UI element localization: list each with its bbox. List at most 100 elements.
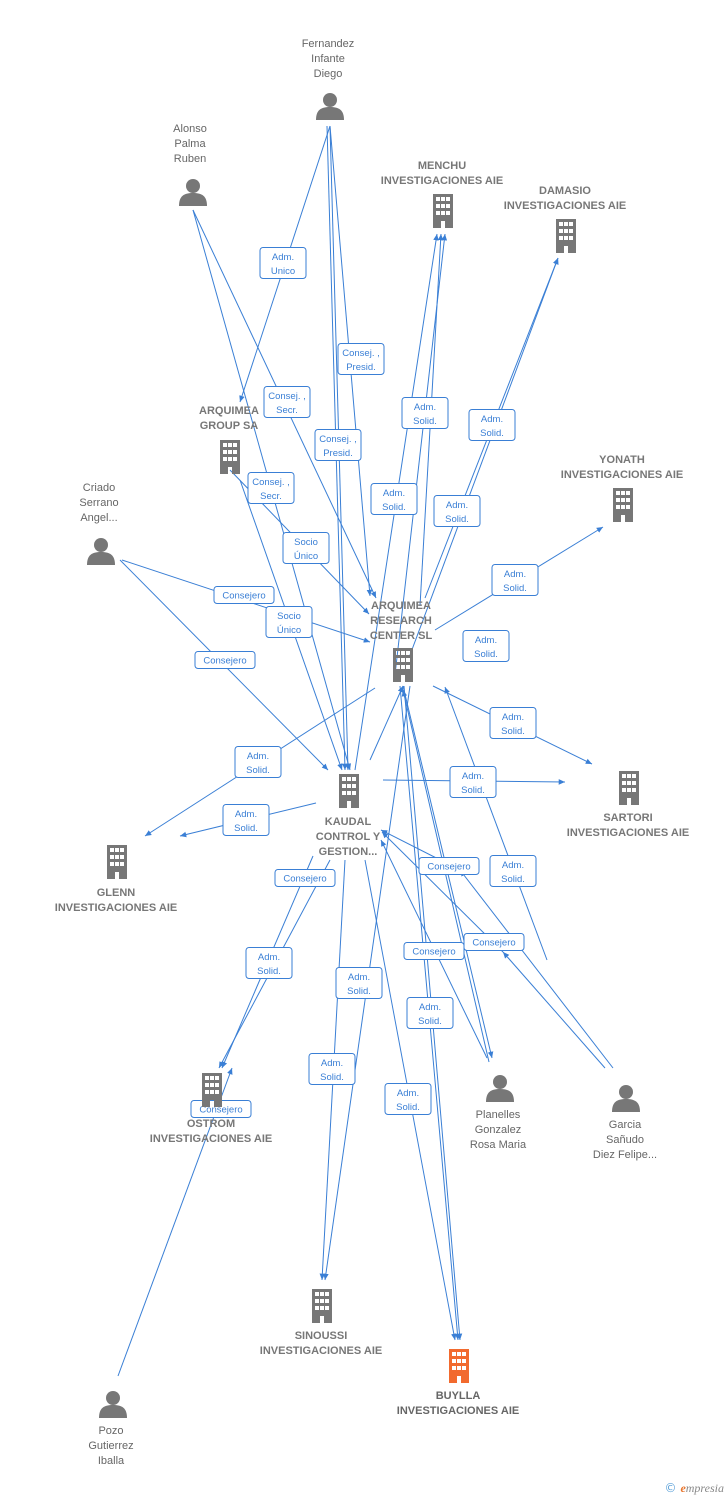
empresia-brand[interactable]: ©empresia — [664, 1481, 724, 1496]
edge-label[interactable]: Adm.Solid. — [401, 397, 449, 429]
node-label: KAUDAL — [325, 816, 372, 828]
edge-label[interactable]: Adm.Solid. — [335, 967, 383, 999]
edge-label-text: Adm. — [419, 1002, 441, 1013]
edge-label[interactable]: Adm.Solid. — [384, 1083, 432, 1115]
edge-label[interactable]: Adm.Solid. — [489, 855, 537, 887]
node-label: RESEARCH — [370, 615, 432, 627]
edge-label-text: Adm. — [462, 771, 484, 782]
edge-label[interactable]: Consejero — [418, 857, 480, 875]
edge-label[interactable]: Adm.Solid. — [468, 409, 516, 441]
edge-label-text: Solid. — [234, 823, 258, 834]
edge-label[interactable]: Adm. Solid. — [449, 766, 497, 798]
edge-label-text: Único — [294, 551, 318, 562]
node-label: Planelles — [476, 1109, 521, 1121]
node-label: Rosa Maria — [470, 1139, 527, 1151]
edge-label[interactable]: Consejero — [463, 933, 525, 951]
edge-label[interactable]: Consejero — [274, 869, 336, 887]
edge-label[interactable]: Adm.Solid. — [222, 804, 270, 836]
edge-label-text: Socio — [277, 611, 301, 622]
edge-label-text: Solid. — [474, 649, 498, 660]
edge-label[interactable]: Adm. Solid. — [433, 495, 481, 527]
edge-label[interactable]: Adm.Solid. — [406, 997, 454, 1029]
person-icon — [87, 538, 115, 565]
edge-label-text: Solid. — [445, 514, 469, 525]
building-icon — [449, 1349, 469, 1383]
edge-label[interactable]: Consej. ,Secr. — [263, 386, 311, 418]
edge-label[interactable]: Adm.Solid. — [234, 746, 282, 778]
brand-initial: e — [680, 1481, 686, 1495]
edge-label-text: Adm. — [446, 500, 468, 511]
node-label: Criado — [83, 482, 115, 494]
edge-label[interactable]: Adm.Solid. — [245, 947, 293, 979]
edge-label-text: Solid. — [257, 966, 281, 977]
node-label: Diego — [314, 68, 343, 80]
edge-label[interactable]: Consejero — [403, 942, 465, 960]
node-label: Alonso — [173, 123, 207, 135]
edge-17 — [369, 685, 404, 761]
edge-label[interactable]: Consejero — [213, 586, 275, 604]
node-label: INVESTIGACIONES AIE — [260, 1345, 382, 1357]
edge-label-text: Adm. — [321, 1058, 343, 1069]
edge-label[interactable]: Consejero — [194, 651, 256, 669]
edge-label[interactable]: Adm.Solid. — [491, 564, 539, 596]
node-label: CENTER SL — [370, 630, 433, 642]
edge-34 — [444, 686, 548, 961]
person-icon — [486, 1075, 514, 1102]
edge-label-text: Consejero — [199, 1105, 242, 1116]
edge-label[interactable]: Consej. ,Presid. — [337, 343, 385, 375]
edge-31 — [502, 951, 606, 1069]
edge-label-text: Solid. — [480, 428, 504, 439]
edge-label[interactable]: Adm.Solid. — [462, 630, 510, 662]
edge-label[interactable]: Adm.Unico — [259, 247, 307, 279]
node-label: INVESTIGACIONES AIE — [381, 175, 503, 187]
edge-label-text: Consejero — [472, 938, 515, 949]
edge-36 — [117, 1067, 233, 1377]
edge-label-text: Único — [277, 625, 301, 636]
node-label: YONATH — [599, 454, 645, 466]
edge-label-text: Solid. — [382, 502, 406, 513]
edge-label[interactable]: Adm.Solid. — [308, 1053, 356, 1085]
edge-label[interactable]: Consej. ,Secr. — [247, 472, 295, 504]
edge-label[interactable]: Consej. ,Presid. — [314, 429, 362, 461]
node-label: CONTROL Y — [316, 831, 381, 843]
edge-label-text: Solid. — [413, 416, 437, 427]
node-label: INVESTIGACIONES AIE — [504, 200, 626, 212]
brand-name: mpresia — [685, 1481, 724, 1495]
node-label: OSTROM — [187, 1118, 235, 1130]
edge-label-text: Secr. — [276, 405, 298, 416]
edge-14 — [394, 233, 448, 676]
edge-label-text: Solid. — [461, 785, 485, 796]
edge-label[interactable]: Adm.Solid. — [370, 483, 418, 515]
node-criado[interactable]: CriadoSerranoAngel... — [79, 482, 119, 565]
node-label: MENCHU — [418, 160, 466, 172]
node-label: GLENN — [97, 887, 136, 899]
node-label: SARTORI — [603, 812, 652, 824]
edge-29 — [459, 869, 614, 1069]
edge-label-text: Solid. — [501, 726, 525, 737]
node-label: Serrano — [79, 497, 118, 509]
edge-label[interactable]: Adm.Solid. — [489, 707, 537, 739]
person-icon — [179, 179, 207, 206]
edge-label-text: Adm. — [247, 751, 269, 762]
building-icon — [393, 648, 413, 682]
node-menchu[interactable]: MENCHU INVESTIGACIONES AIE — [381, 160, 503, 228]
node-label: GROUP SA — [200, 420, 259, 432]
